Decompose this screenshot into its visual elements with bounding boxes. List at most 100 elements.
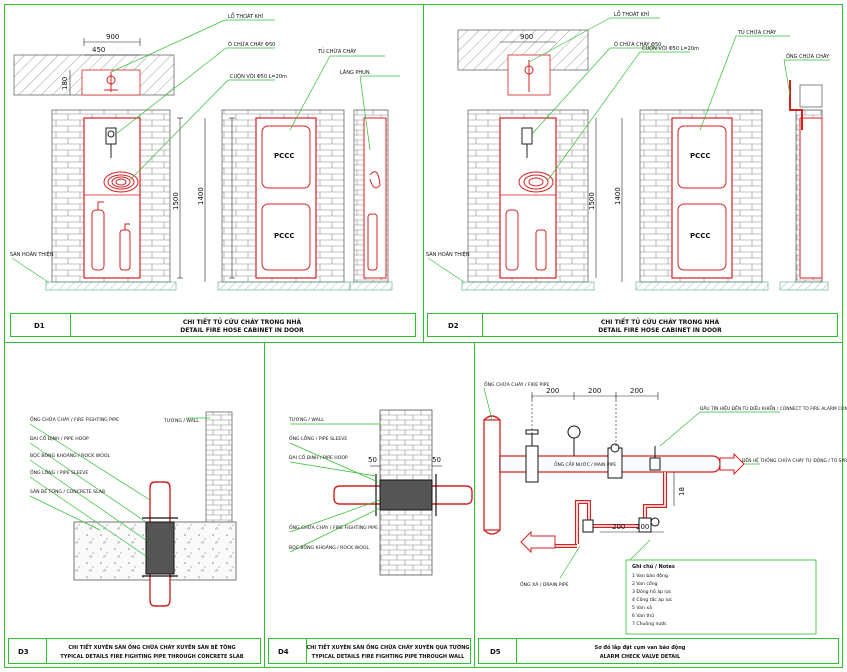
cabinet-body [83, 117, 141, 279]
d2-dim-height: 1500 [588, 192, 596, 210]
callout-valve: Ô CHỮA CHÁY Φ50 [228, 41, 275, 48]
valve-icon [105, 127, 117, 158]
dimension-lines-d5 [531, 392, 675, 533]
d5-title-en: ALARM CHECK VALVE DETAIL [600, 654, 681, 660]
detail-d1-cabinet-elevation: PCCC PCCC 900 450 180 1500 1400 [10, 12, 400, 334]
d4-callout-bottom-1: ỐNG CHỮA CHÁY / FIRE FIGHTING PIPE [289, 523, 378, 531]
d5-callout-main: ỐNG CẤP NƯỚC / MAIN PIPE [554, 460, 616, 468]
riser-pipe [483, 415, 501, 535]
d5-legend-6: 6 Van thử [632, 612, 655, 619]
d5-dim-6: 18 [678, 487, 686, 496]
pipe-sleeve [145, 521, 175, 575]
d3-title-vn: CHI TIẾT XUYÊN SÀN ỐNG CHỮA CHÁY XUYÊN S… [68, 643, 235, 651]
d5-dim-3: 200 [630, 387, 643, 395]
d5-code: D5 [490, 648, 501, 656]
callout-reel: CUỘN VÒI Φ50 L=20m [230, 73, 287, 80]
d4-callout-top-2: ỐNG LỒNG / PIPE SLEEVE [289, 433, 347, 442]
callout-cabinet: TỦ CHỮA CHÁY [317, 47, 357, 55]
d1-title-en: DETAIL FIRE HOSE CABINET IN DOOR [180, 327, 304, 334]
dimension-lines-d1 [69, 38, 235, 282]
leader-lines-d4 [289, 423, 381, 553]
alarm-check-valve-icon [607, 443, 623, 479]
d5-dim-2: 200 [588, 387, 601, 395]
drain-pipe-loop [555, 472, 667, 548]
d5-legend-3: 3 Đồng hồ áp lực [632, 587, 672, 595]
leader-lines-d3 [29, 417, 210, 557]
callout-vent: LỖ THOÁT KHÍ [228, 12, 264, 20]
d3-callout-3: BỌC BÔNG KHOÁNG / ROCK WOOL [30, 452, 110, 459]
d1-code: D1 [34, 322, 45, 330]
d5-legend-1: 1 Van báo động [632, 572, 668, 579]
d3-callout-4: ỐNG LỒNG / PIPE SLEEVE [30, 467, 88, 476]
detail-d4-pipe-through-wall: 50 50 TƯỜNG / WALL ỐNG LỒNG / PIPE SLEEV… [278, 409, 473, 660]
d5-dim-1: 200 [546, 387, 559, 395]
d4-code: D4 [278, 648, 289, 656]
d5-callout-pipe: ỐNG CHỮA CHÁY / FIRE PIPE [484, 380, 549, 388]
d5-legend-2: 2 Van cổng [632, 580, 658, 587]
d3-callout-2: ĐAI CỐ ĐỊNH / PIPE HOOP [30, 434, 89, 442]
d5-dim-5: 200 [636, 523, 649, 531]
d5-callout-drain: ỐNG XẢ / DRAIN PIPE [520, 580, 569, 588]
outlet-arrow-icon [719, 452, 745, 476]
d2-callout-valve: Ô CHỮA CHÁY Φ50 [614, 41, 661, 48]
d4-title-en: TYPICAL DETAILS FIRE FIGHTING PIPE THROU… [312, 654, 465, 660]
cabinet-front-b [255, 117, 317, 279]
d4-title-vn: CHI TIẾT XUYÊN SÀN ỐNG CHỮA CHÁY XUYÊN Q… [307, 643, 470, 651]
d5-legend-4: 4 Công tắc áp lực [632, 596, 673, 603]
wall-column [205, 411, 233, 533]
d5-legend-box [625, 559, 817, 635]
dimension-lines-d2 [500, 41, 623, 282]
d5-legend-title: Ghi chú / Notes [632, 563, 675, 570]
d4-callout-bottom-2: BỌC BÔNG KHOÁNG / ROCK WOOL [289, 544, 369, 551]
leader-lines-d1 [11, 19, 400, 283]
d1-title-vn: CHI TIẾT TỦ CỨU CHÁY TRONG NHÀ [183, 318, 302, 326]
d2-callout-pipe: ỐNG CHỮA CHÁY [786, 52, 830, 60]
drain-arrow-icon [520, 530, 556, 554]
dim-height-b: 1400 [197, 187, 205, 205]
pressure-switch-icon [649, 446, 661, 471]
d2-dim-height-b: 1400 [614, 187, 622, 205]
d5-legend-5: 5 Van xả [632, 604, 652, 611]
d3-code: D3 [18, 648, 29, 656]
cabinet-label-d2-lower: PCCC [690, 232, 711, 240]
d2-title-en: DETAIL FIRE HOSE CABINET IN DOOR [598, 327, 722, 334]
d4-dim-right: 50 [432, 456, 441, 464]
d4-callout-top-1: TƯỜNG / WALL [288, 416, 324, 423]
side-extinguisher-icon [367, 171, 381, 271]
d2-callout-vent: LỖ THOÁT KHÍ [614, 10, 650, 18]
sheet-frame [4, 4, 843, 668]
dim-small: 450 [92, 46, 105, 54]
d2-code: D2 [448, 322, 459, 330]
d3-callout-1: ỐNG CHỮA CHÁY / FIRE FIGHTING PIPE [30, 415, 119, 423]
d3-wall-label: TƯỜNG / WALL [163, 417, 199, 424]
detail-d3-pipe-through-slab: ỐNG CHỮA CHÁY / FIRE FIGHTING PIPE ĐAI C… [18, 411, 244, 660]
cabinet-label-d2-upper: PCCC [690, 152, 711, 160]
fire-extinguisher-icon [91, 201, 131, 271]
d2-callout-reel: CUỘN VÒI Φ50 L=20m [642, 45, 699, 52]
dim-vent: 180 [61, 77, 69, 90]
d5-dim-4: 200 [612, 523, 625, 531]
callout-floor: SÀN HOÀN THIỆN [10, 250, 54, 258]
hose-reel-icon-d2 [518, 171, 554, 193]
callout-nozzle: LĂNG PHUN [340, 69, 370, 76]
hose-reel-icon [103, 171, 139, 193]
dim-height: 1500 [172, 192, 180, 210]
d4-callout-top-3: ĐAI CỐ ĐỊNH / PIPE HOOP [289, 453, 348, 461]
d5-callout-sprinkler: ĐẾN HỆ THỐNG CHỮA CHÁY TỰ ĐỘNG / TO SPRI… [742, 456, 847, 464]
dim-top: 900 [106, 33, 119, 41]
d3-callout-5: SÀN BÊ TÔNG / CONCRETE SLAB [30, 487, 105, 495]
sprinkler-head-icon-d2 [524, 60, 534, 92]
pressure-gauge-icon [567, 425, 581, 456]
d2-callout-cabinet: TỦ CHỮA CHÁY [737, 28, 777, 36]
wall-sleeve [379, 479, 433, 511]
d2-dim-top: 900 [520, 33, 533, 41]
cabinet-label-lower: PCCC [274, 232, 295, 240]
sprinkler-head-icon [104, 72, 118, 92]
drain-pipe-loop-inner [555, 472, 666, 547]
floor-slab [45, 281, 177, 291]
d5-title-vn: Sơ đồ lắp đặt cụm van báo động [595, 643, 686, 651]
leader-lines-d5 [483, 387, 780, 579]
cabinet-label-upper: PCCC [274, 152, 295, 160]
valve-icon-d2 [521, 127, 533, 158]
